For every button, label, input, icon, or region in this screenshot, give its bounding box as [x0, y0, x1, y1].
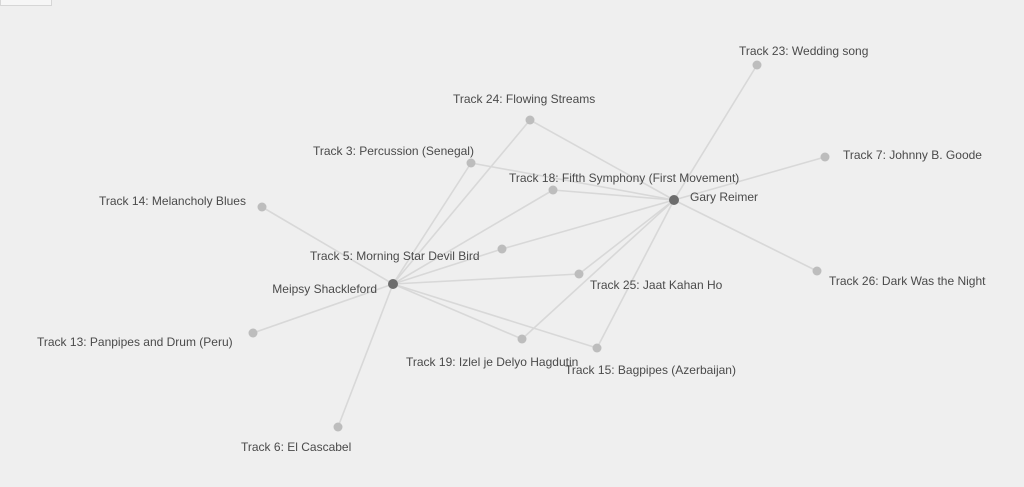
person-node-gary[interactable] — [669, 195, 679, 205]
link-gary-t7 — [673, 156, 826, 201]
top-left-control-box — [0, 0, 52, 6]
link-gary-t23 — [673, 64, 758, 201]
track-node-t6[interactable] — [333, 422, 343, 432]
link-meipsy-t14 — [261, 206, 394, 285]
link-gary-t24 — [529, 119, 675, 201]
link-gary-t18 — [552, 189, 675, 201]
link-meipsy-t5 — [392, 248, 503, 285]
track-node-t24[interactable] — [525, 115, 535, 125]
track-node-t13[interactable] — [248, 328, 258, 338]
track-node-t14[interactable] — [257, 202, 267, 212]
person-node-meipsy[interactable] — [388, 279, 398, 289]
track-label-t18[interactable]: Track 18: Fifth Symphony (First Movement… — [509, 171, 739, 185]
track-node-t26[interactable] — [812, 266, 822, 276]
person-label-meipsy[interactable]: Meipsy Shackleford — [272, 282, 377, 296]
track-label-t14[interactable]: Track 14: Melancholy Blues — [99, 194, 246, 208]
track-node-t3[interactable] — [466, 158, 476, 168]
link-gary-t19 — [521, 199, 675, 340]
track-label-t23[interactable]: Track 23: Wedding song — [739, 44, 868, 58]
link-meipsy-t24 — [392, 119, 531, 285]
nodes-layer — [248, 60, 830, 432]
track-node-t25[interactable] — [574, 269, 584, 279]
link-meipsy-t3 — [392, 162, 472, 285]
track-node-t15[interactable] — [592, 343, 602, 353]
link-gary-t3 — [470, 162, 675, 201]
track-node-t7[interactable] — [820, 152, 830, 162]
track-label-t5[interactable]: Track 5: Morning Star Devil Bird — [310, 249, 480, 263]
labels-layer: Meipsy Shackleford Gary Reimer Track 23: W… — [37, 44, 986, 454]
link-meipsy-t13 — [252, 283, 394, 334]
track-label-t6[interactable]: Track 6: El Cascabel — [241, 440, 351, 454]
track-label-t26[interactable]: Track 26: Dark Was the Night — [829, 274, 986, 288]
track-node-t5[interactable] — [497, 244, 507, 254]
track-node-t18[interactable] — [548, 185, 558, 195]
link-gary-t15 — [596, 199, 675, 349]
link-gary-t26 — [673, 199, 818, 272]
track-label-t24[interactable]: Track 24: Flowing Streams — [453, 92, 595, 106]
link-gary-t25 — [578, 199, 675, 275]
track-label-t19[interactable]: Track 19: Izlel je Delyo Hagdutin — [406, 355, 578, 369]
track-label-t25[interactable]: Track 25: Jaat Kahan Ho — [590, 278, 723, 292]
track-label-t13[interactable]: Track 13: Panpipes and Drum (Peru) — [37, 335, 233, 349]
track-node-t19[interactable] — [517, 334, 527, 344]
link-gary-t5 — [501, 199, 675, 250]
link-meipsy-t25 — [392, 273, 580, 285]
track-label-t15[interactable]: Track 15: Bagpipes (Azerbaijan) — [565, 363, 736, 377]
track-label-t7[interactable]: Track 7: Johnny B. Goode — [843, 148, 982, 162]
link-meipsy-t19 — [392, 283, 523, 340]
links-layer — [252, 64, 826, 428]
link-meipsy-t18 — [392, 189, 554, 285]
track-label-t3[interactable]: Track 3: Percussion (Senegal) — [313, 144, 474, 158]
link-meipsy-t6 — [337, 283, 394, 428]
person-label-gary[interactable]: Gary Reimer — [690, 190, 758, 204]
link-meipsy-t15 — [392, 283, 598, 349]
track-node-t23[interactable] — [752, 60, 762, 70]
